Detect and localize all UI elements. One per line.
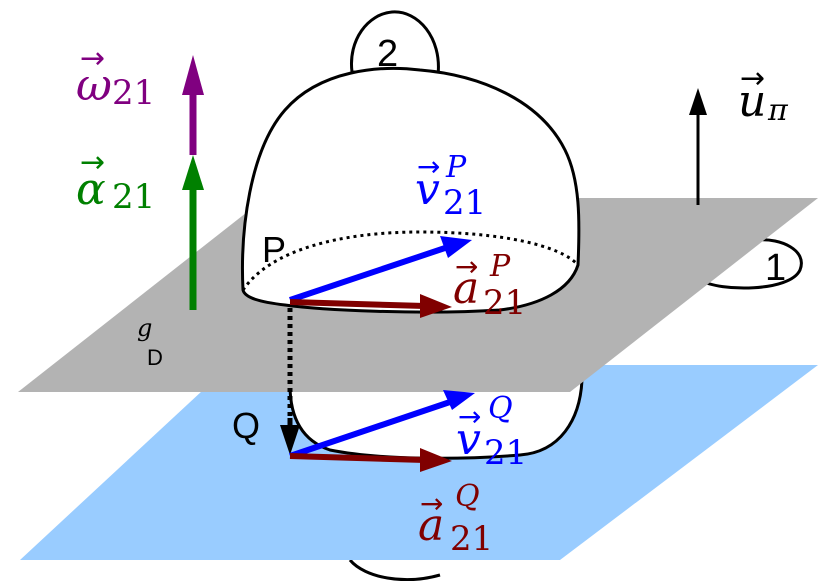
- svg-text:21: 21: [112, 73, 155, 113]
- body-2-top-lobe: [350, 10, 440, 77]
- svg-text:π: π: [767, 93, 789, 128]
- body-2-label: 2: [377, 33, 398, 75]
- svg-text:u: u: [738, 76, 766, 127]
- point-q-label: Q: [232, 405, 260, 446]
- svg-text:v: v: [415, 164, 440, 215]
- acceleration-p-arrow-head: [420, 294, 452, 318]
- svg-text:21: 21: [443, 183, 486, 223]
- u-pi-arrow-head: [689, 88, 707, 115]
- g-subscript-label: D: [147, 345, 163, 370]
- velocity-q-vector: [289, 399, 451, 459]
- omega-arrow-head: [182, 55, 204, 95]
- svg-text:→: →: [417, 150, 440, 183]
- svg-text:21: 21: [112, 177, 155, 217]
- omega-label: → ω 21: [76, 41, 155, 113]
- velocity-p-arrow-head: [440, 236, 472, 258]
- svg-text:a: a: [453, 263, 479, 314]
- body-2-dotted-rim: [241, 230, 580, 291]
- velocity-p-vector: [289, 245, 446, 303]
- point-p-label: P: [262, 229, 286, 270]
- svg-text:→: →: [458, 400, 481, 433]
- svg-text:P: P: [445, 150, 467, 185]
- svg-text:→: →: [740, 61, 765, 96]
- svg-text:ω: ω: [76, 60, 112, 111]
- svg-text:21: 21: [484, 433, 527, 473]
- svg-text:Q: Q: [455, 479, 480, 514]
- acceleration-p-label: → a P 21: [453, 249, 526, 323]
- acceleration-q-arrow-head: [420, 448, 452, 472]
- svg-text:21: 21: [450, 519, 493, 559]
- acceleration-p-vector: [289, 299, 426, 309]
- svg-text:Q: Q: [488, 391, 513, 426]
- body-1-label: 1: [765, 247, 786, 289]
- g-superscript-label: g: [137, 314, 152, 342]
- alpha-arrow-head: [182, 155, 204, 190]
- svg-text:→: →: [80, 145, 105, 180]
- svg-text:→: →: [80, 41, 105, 76]
- velocity-q-label: → v Q 21: [456, 391, 527, 473]
- velocity-p-label: → v P 21: [415, 150, 486, 223]
- svg-text:21: 21: [483, 283, 526, 323]
- u-pi-label: → u π: [738, 61, 789, 128]
- velocity-q-arrow-head: [443, 390, 475, 410]
- body-1-outline: [699, 238, 803, 290]
- projection-arrow-head: [280, 425, 300, 455]
- body-2-bottom-lobe: [348, 558, 441, 581]
- svg-text:α: α: [76, 164, 106, 215]
- svg-text:v: v: [456, 414, 481, 465]
- acceleration-q-vector: [289, 453, 426, 463]
- body-2-dome: [241, 66, 581, 314]
- svg-text:P: P: [489, 249, 511, 284]
- svg-text:a: a: [418, 500, 444, 551]
- svg-text:→: →: [420, 487, 443, 520]
- acceleration-q-label: → a Q 21: [418, 479, 493, 559]
- alpha-label: → α 21: [76, 145, 155, 217]
- svg-text:→: →: [455, 250, 478, 283]
